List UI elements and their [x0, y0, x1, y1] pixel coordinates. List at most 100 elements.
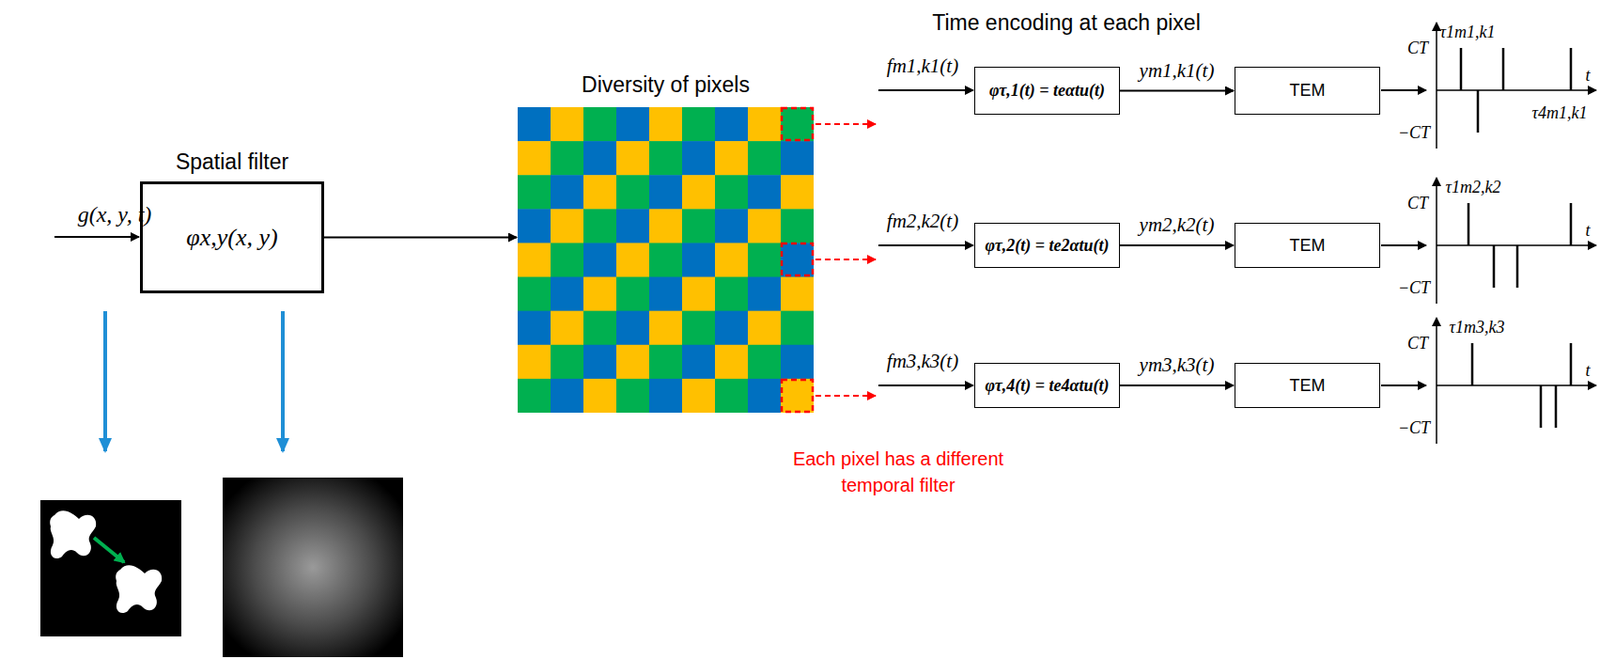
pixel-cell [517, 208, 552, 244]
signal-label: CT [1407, 193, 1429, 214]
pixel-cell [714, 140, 749, 176]
pixel-cell [682, 310, 716, 346]
pixel-cell [517, 277, 552, 312]
spike [1516, 245, 1520, 288]
pointer-arrow [815, 258, 876, 261]
object-blob [49, 510, 96, 559]
signal-label: t [1584, 220, 1590, 241]
connector-arrow [1119, 244, 1234, 247]
pointer-arrow [280, 310, 285, 451]
pixel-cell [714, 208, 749, 244]
tem-box: TEM [1234, 66, 1381, 115]
signal-label: g(x, y, t) [77, 201, 153, 228]
pixel-cell [682, 344, 716, 380]
pixel-cell [517, 107, 552, 142]
pixel-cell [550, 174, 585, 210]
filter-box: φτ,2(t) = te2αtu(t) [974, 222, 1120, 268]
section-title: Diversity of pixels [581, 72, 750, 98]
pixel-cell [616, 378, 651, 413]
pixel-cell [550, 107, 585, 142]
signal-label: τ4m1,k1 [1532, 103, 1588, 124]
scene-image [40, 499, 182, 637]
spike [1502, 47, 1506, 91]
signal-arrow [878, 244, 974, 247]
pixel-cell [583, 140, 618, 176]
spike [1471, 342, 1475, 386]
signal-label: τ1m2,k2 [1445, 177, 1502, 198]
pixel-cell [747, 344, 782, 380]
connector-arrow [324, 236, 517, 239]
object-blob [115, 564, 162, 613]
pixel-cell [649, 344, 684, 380]
pixel-cell [649, 208, 684, 244]
pixel-cell [682, 140, 716, 176]
pixel-cell [550, 277, 585, 312]
plot-axis [1436, 384, 1597, 387]
signal-label: τ1m1,k1 [1440, 22, 1496, 43]
pixel-cell [583, 174, 618, 210]
section-title: Spatial filter [175, 149, 289, 175]
signal-label: CT [1407, 333, 1429, 354]
pixel-cell [517, 378, 552, 413]
plot-axis [1435, 317, 1438, 444]
spike [1476, 90, 1480, 133]
signal-label: −CT [1398, 123, 1430, 143]
pixel-cell [616, 277, 651, 312]
pixel-cell [780, 277, 814, 312]
connector-arrow [1119, 384, 1234, 387]
pointer-arrow [815, 394, 876, 397]
pixel-cell [747, 107, 782, 142]
signal-label: τ1m3,k3 [1449, 317, 1506, 338]
spike [1460, 47, 1463, 91]
pixel-cell [649, 277, 684, 312]
pixel-cell [747, 378, 782, 413]
pixel-cell [517, 140, 552, 176]
signal-arrow [1381, 384, 1427, 387]
pixel-cells [517, 107, 814, 413]
pixel-cell [780, 174, 814, 210]
filter-box: φτ,1(t) = teαtu(t) [974, 66, 1120, 115]
pixel-cell [550, 140, 585, 176]
pixel-cell [747, 140, 782, 176]
pixel-cell [616, 344, 651, 380]
signal-label: CT [1407, 38, 1429, 59]
spike [1569, 342, 1573, 386]
signal-arrow [1381, 89, 1427, 92]
signal-label: fm2,k2(t) [886, 209, 959, 234]
pixel-cell [517, 174, 552, 210]
pixel-cell [550, 378, 585, 413]
pixel-cell [780, 208, 814, 244]
pixel-grid: Diversity of pixels [517, 107, 814, 413]
spike [1492, 245, 1496, 288]
pixel-cell [517, 242, 552, 278]
input-arrow [54, 235, 140, 238]
pixel-cell [649, 140, 684, 176]
signal-label: ym3,k3(t) [1137, 353, 1217, 377]
signal-label: −CT [1398, 418, 1430, 438]
spike [1569, 202, 1573, 246]
pixel-cell [649, 242, 684, 278]
pixel-cell [583, 242, 618, 278]
pixel-cell [780, 242, 814, 278]
filter-formula: φx,y(x, y) [186, 223, 278, 252]
pixel-cell [649, 378, 684, 413]
pixel-cell [649, 107, 684, 142]
pixel-cell [682, 242, 716, 278]
pixel-cell [714, 378, 749, 413]
pixel-cell [616, 174, 651, 210]
plot-axis [1435, 177, 1438, 304]
pixel-cell [550, 208, 585, 244]
pixel-cell [714, 277, 749, 312]
spike-plots [1436, 22, 1597, 444]
pointer-arrow [103, 310, 108, 451]
section-title: Time encoding at each pixel [932, 10, 1201, 36]
filter-formula: φτ,2(t) = te2αtu(t) [985, 235, 1110, 256]
plot-axis [1435, 22, 1438, 149]
pixel-cell [780, 378, 814, 413]
pixel-cell [747, 174, 782, 210]
pixel-cell [747, 242, 782, 278]
pixel-cell [714, 242, 749, 278]
pixel-cell [649, 310, 684, 346]
pixel-cell [747, 310, 782, 346]
